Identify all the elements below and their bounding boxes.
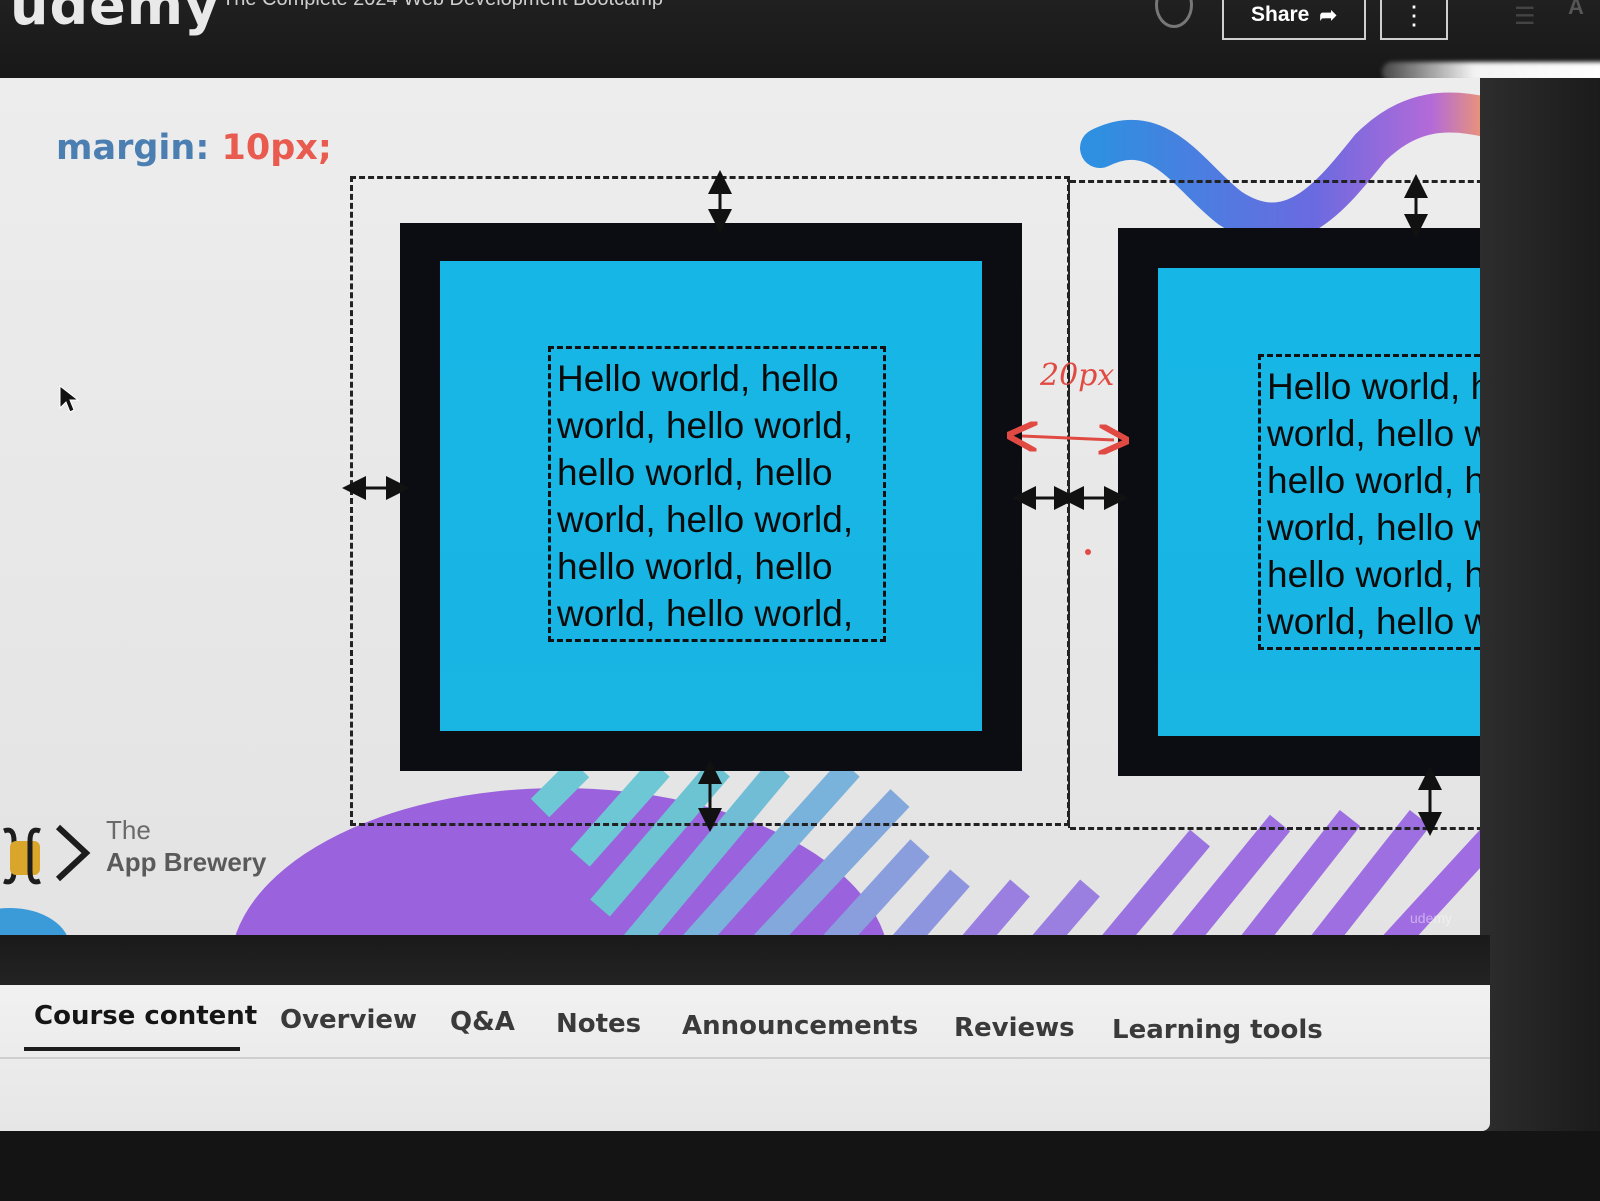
annotation-20px: 20px — [1040, 358, 1115, 393]
text-line: world, hello world, — [557, 405, 854, 446]
active-tab-underline — [24, 1047, 240, 1051]
tabs-divider — [0, 1057, 1490, 1059]
course-title: The Complete 2024 Web Development Bootca… — [222, 0, 663, 11]
text-line: Hello world, hello — [557, 358, 839, 399]
header-right-partial-text: A — [1568, 0, 1584, 19]
tab-announcements[interactable]: Announcements — [682, 1011, 919, 1041]
tab-notes[interactable]: Notes — [556, 1009, 642, 1039]
mouse-cursor-icon — [59, 384, 80, 413]
share-button[interactable]: Share ➦ — [1222, 0, 1366, 40]
box-content-right — [1158, 268, 1490, 736]
video-slide[interactable]: margin: 10px; Hello world, hello world, … — [0, 78, 1490, 958]
tab-qa[interactable]: Q&A — [450, 1007, 515, 1037]
margin-outline-right — [1070, 180, 1490, 830]
tab-overview[interactable]: Overview — [280, 1005, 418, 1035]
bottom-bezel — [0, 1131, 1600, 1201]
list-icon[interactable]: ☰ — [1514, 3, 1536, 30]
margin-property: margin: — [56, 128, 210, 168]
tab-learning-tools[interactable]: Learning tools — [1112, 1015, 1323, 1045]
hello-text-block-right: Hello world, hello world, hello world, h… — [1258, 354, 1490, 650]
video-controls-strip — [0, 935, 1490, 990]
tab-course-content[interactable]: Course content — [34, 1001, 258, 1031]
brand-name: App Brewery — [106, 847, 267, 877]
box-content-left — [440, 261, 982, 731]
app-brewery-logo-icon — [3, 824, 91, 885]
margin-arrows — [342, 170, 1442, 836]
more-options-button[interactable]: ⋮ — [1380, 0, 1448, 40]
screen-glare — [1382, 62, 1600, 82]
text-line: hello world, hello — [557, 452, 833, 493]
top-bar: udemy The Complete 2024 Web Development … — [0, 0, 1600, 78]
annotation-red-dot — [1085, 549, 1091, 555]
margin-value: 10px; — [221, 128, 332, 168]
udemy-logo[interactable]: udemy — [10, 0, 221, 37]
udemy-watermark: udemy — [1410, 910, 1453, 926]
wave-shape — [1080, 92, 1490, 243]
text-line: world, hello world, — [1267, 413, 1490, 454]
text-line: Hello world, hello — [1267, 366, 1490, 407]
text-line: hello world, hello — [1267, 460, 1490, 501]
brand-the: The — [106, 815, 151, 845]
text-line: world, hello world, — [1267, 507, 1490, 548]
text-line: world, hello world, — [1267, 601, 1490, 642]
margin-code-label: margin: 10px; — [56, 128, 332, 168]
course-tabs-bar: Course content Overview Q&A Notes Announ… — [0, 985, 1490, 1131]
tab-reviews[interactable]: Reviews — [954, 1013, 1075, 1043]
text-line: hello world, hello — [1267, 554, 1490, 595]
text-line: world, hello world, — [557, 499, 854, 540]
screen-bezel-right — [1480, 78, 1600, 1201]
text-line: hello world, hello — [557, 546, 833, 587]
text-line: world, hello world, — [557, 593, 854, 634]
progress-trophy-icon[interactable] — [1155, 0, 1193, 28]
hello-text-block-left: Hello world, hello world, hello world, h… — [548, 346, 886, 642]
share-arrow-icon: ➦ — [1319, 3, 1337, 27]
share-label: Share — [1251, 3, 1310, 26]
annotation-red-arrow — [1022, 436, 1114, 440]
